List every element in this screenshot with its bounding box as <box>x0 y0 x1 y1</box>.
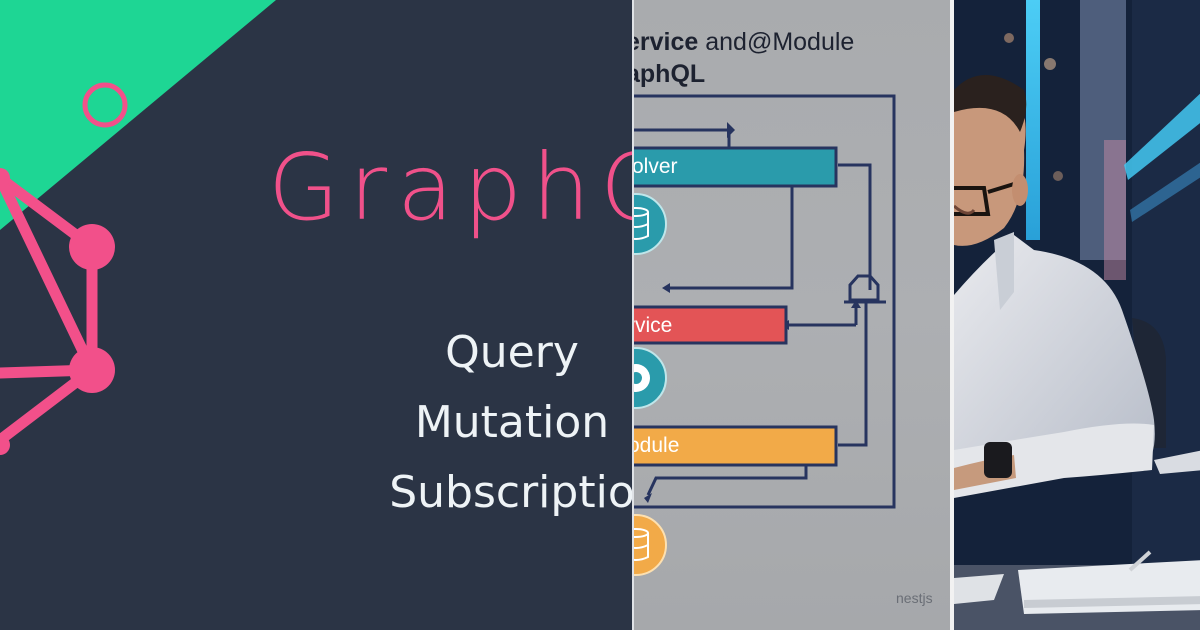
gear-icon <box>634 347 667 409</box>
developer-portrait-image <box>954 0 1200 630</box>
service-box-label: rvice <box>632 314 673 337</box>
operation-query: Query <box>445 327 579 378</box>
diagram-title-bold: ervice <box>632 28 699 56</box>
operation-subscription: Subscriptio <box>389 467 632 518</box>
database-icon <box>634 514 667 576</box>
diagram-title-line2: aphQL <box>632 60 706 88</box>
nestjs-diagram-panel: ervice and@Module aphQL <box>632 0 950 630</box>
resolver-box-label: olver <box>632 155 678 178</box>
architecture-diagram <box>634 94 896 576</box>
operation-mutation: Mutation <box>414 397 610 448</box>
developer-illustration <box>950 0 1200 630</box>
diagram-title-rest: and@Module <box>698 28 855 56</box>
nestjs-logo: nestjs <box>896 590 933 606</box>
module-box-label: odule <box>632 434 680 457</box>
operation-list: Query Mutation Subscriptio <box>372 318 632 528</box>
database-icon <box>634 193 667 255</box>
graphql-logo-icon <box>0 82 128 455</box>
green-triangle-shape <box>0 0 276 230</box>
diagram-title: ervice and@Module aphQL <box>632 26 855 90</box>
